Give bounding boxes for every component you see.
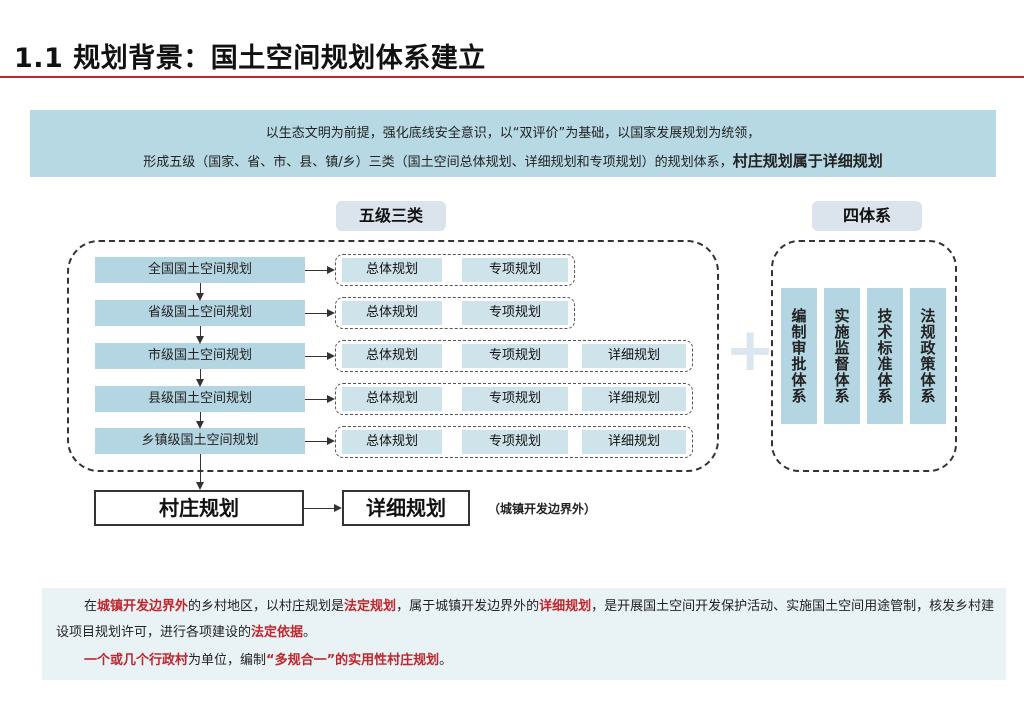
system-approval: 编制审批体系 [781, 288, 817, 424]
level-city: 市级国土空间规划 [95, 343, 305, 369]
intro-banner: 以生态文明为前提，强化底线安全意识，以“双评价”为基础，以国家发展规划为统领， … [30, 110, 996, 177]
cell-special-plan: 专项规划 [462, 387, 568, 411]
arrow-down [196, 326, 204, 344]
level-township: 乡镇级国土空间规划 [95, 428, 305, 454]
intro-line-2: 形成五级（国家、省、市、县、镇/乡）三类（国土空间总体规划、详细规划和专项规划）… [30, 150, 996, 171]
plan-row-provincial [335, 297, 575, 329]
note-text: ，属于城镇开发边界外的 [396, 599, 540, 614]
note-text: 为单位，编制 [188, 653, 267, 668]
boundary-note: （城镇开发边界外） [488, 502, 597, 516]
note-emphasis: 法定规划 [344, 599, 397, 614]
intro-line-1: 以生态文明为前提，强化底线安全意识，以“双评价”为基础，以国家发展规划为统领， [265, 126, 761, 141]
page-title: 1.1 规划背景：国土空间规划体系建立 [14, 43, 486, 74]
cell-master-plan: 总体规划 [342, 344, 442, 368]
cell-master-plan: 总体规划 [342, 430, 442, 454]
system-supervision: 实施监督体系 [824, 288, 860, 424]
cell-special-plan: 专项规划 [462, 430, 568, 454]
arrow-down [196, 412, 204, 429]
arrow-down-to-village [196, 454, 204, 490]
note-emphasis: 一个或几个行政村 [84, 653, 189, 668]
plan-row-national [335, 254, 575, 286]
note-text: 的乡村地区，以村庄规划是 [188, 599, 345, 614]
note-text: 。 [303, 625, 317, 640]
intro-line-2-bold: 村庄规划属于详细规划 [732, 152, 883, 170]
arrow-right [305, 395, 335, 403]
arrow-down [196, 369, 204, 387]
plan-row-county [335, 383, 693, 415]
note-text: ，是开展国土空间开发保护活动、实施国土空间用途管制，核发乡村建设项目规划许可，进… [56, 599, 995, 640]
village-plan-box: 村庄规划 [94, 490, 304, 526]
arrow-down [196, 283, 204, 301]
level-county: 县级国土空间规划 [95, 386, 305, 412]
cell-detail-plan: 详细规划 [582, 387, 686, 411]
arrow-right [305, 437, 335, 445]
system-laws-policies: 法规政策体系 [910, 288, 946, 424]
system-technical-standards: 技术标准体系 [867, 288, 903, 424]
note-emphasis: “多规合一”的实用性村庄规划 [266, 653, 440, 668]
cell-special-plan: 专项规划 [462, 344, 568, 368]
detail-plan-box: 详细规划 [342, 490, 470, 526]
note-emphasis: 详细规划 [539, 599, 592, 614]
level-provincial: 省级国土空间规划 [95, 300, 305, 326]
note-emphasis: 法定依据 [251, 625, 304, 640]
cell-special-plan: 专项规划 [462, 301, 568, 325]
cell-master-plan: 总体规划 [342, 301, 442, 325]
note-text: 。 [439, 653, 453, 668]
note-emphasis: 城镇开发边界外 [97, 599, 189, 614]
plan-row-township [335, 426, 693, 458]
note-paragraph-2: 一个或几个行政村为单位，编制“多规合一”的实用性村庄规划。 [56, 648, 996, 674]
plus-icon: + [725, 315, 776, 385]
cell-master-plan: 总体规划 [342, 258, 442, 282]
note-text: 在 [84, 599, 98, 614]
plan-row-city [335, 340, 693, 372]
five-levels-header: 五级三类 [336, 201, 446, 231]
cell-master-plan: 总体规划 [342, 387, 442, 411]
arrow-right [305, 352, 335, 360]
cell-special-plan: 专项规划 [462, 258, 568, 282]
level-national: 全国国土空间规划 [95, 257, 305, 283]
cell-detail-plan: 详细规划 [582, 430, 686, 454]
four-systems-header: 四体系 [812, 201, 922, 231]
intro-line-2-text: 形成五级（国家、省、市、县、镇/乡）三类（国土空间总体规划、详细规划和专项规划）… [143, 155, 733, 170]
cell-detail-plan: 详细规划 [582, 344, 686, 368]
title-divider [0, 76, 1024, 78]
note-paragraph-1: 在城镇开发边界外的乡村地区，以村庄规划是法定规划，属于城镇开发边界外的详细规划，… [56, 594, 996, 646]
arrow-right [305, 309, 335, 317]
five-levels-container [67, 240, 719, 472]
four-systems-container [771, 240, 957, 472]
arrow-right-village [304, 504, 342, 512]
arrow-right [305, 266, 335, 274]
bottom-note: 在城镇开发边界外的乡村地区，以村庄规划是法定规划，属于城镇开发边界外的详细规划，… [42, 588, 1006, 680]
